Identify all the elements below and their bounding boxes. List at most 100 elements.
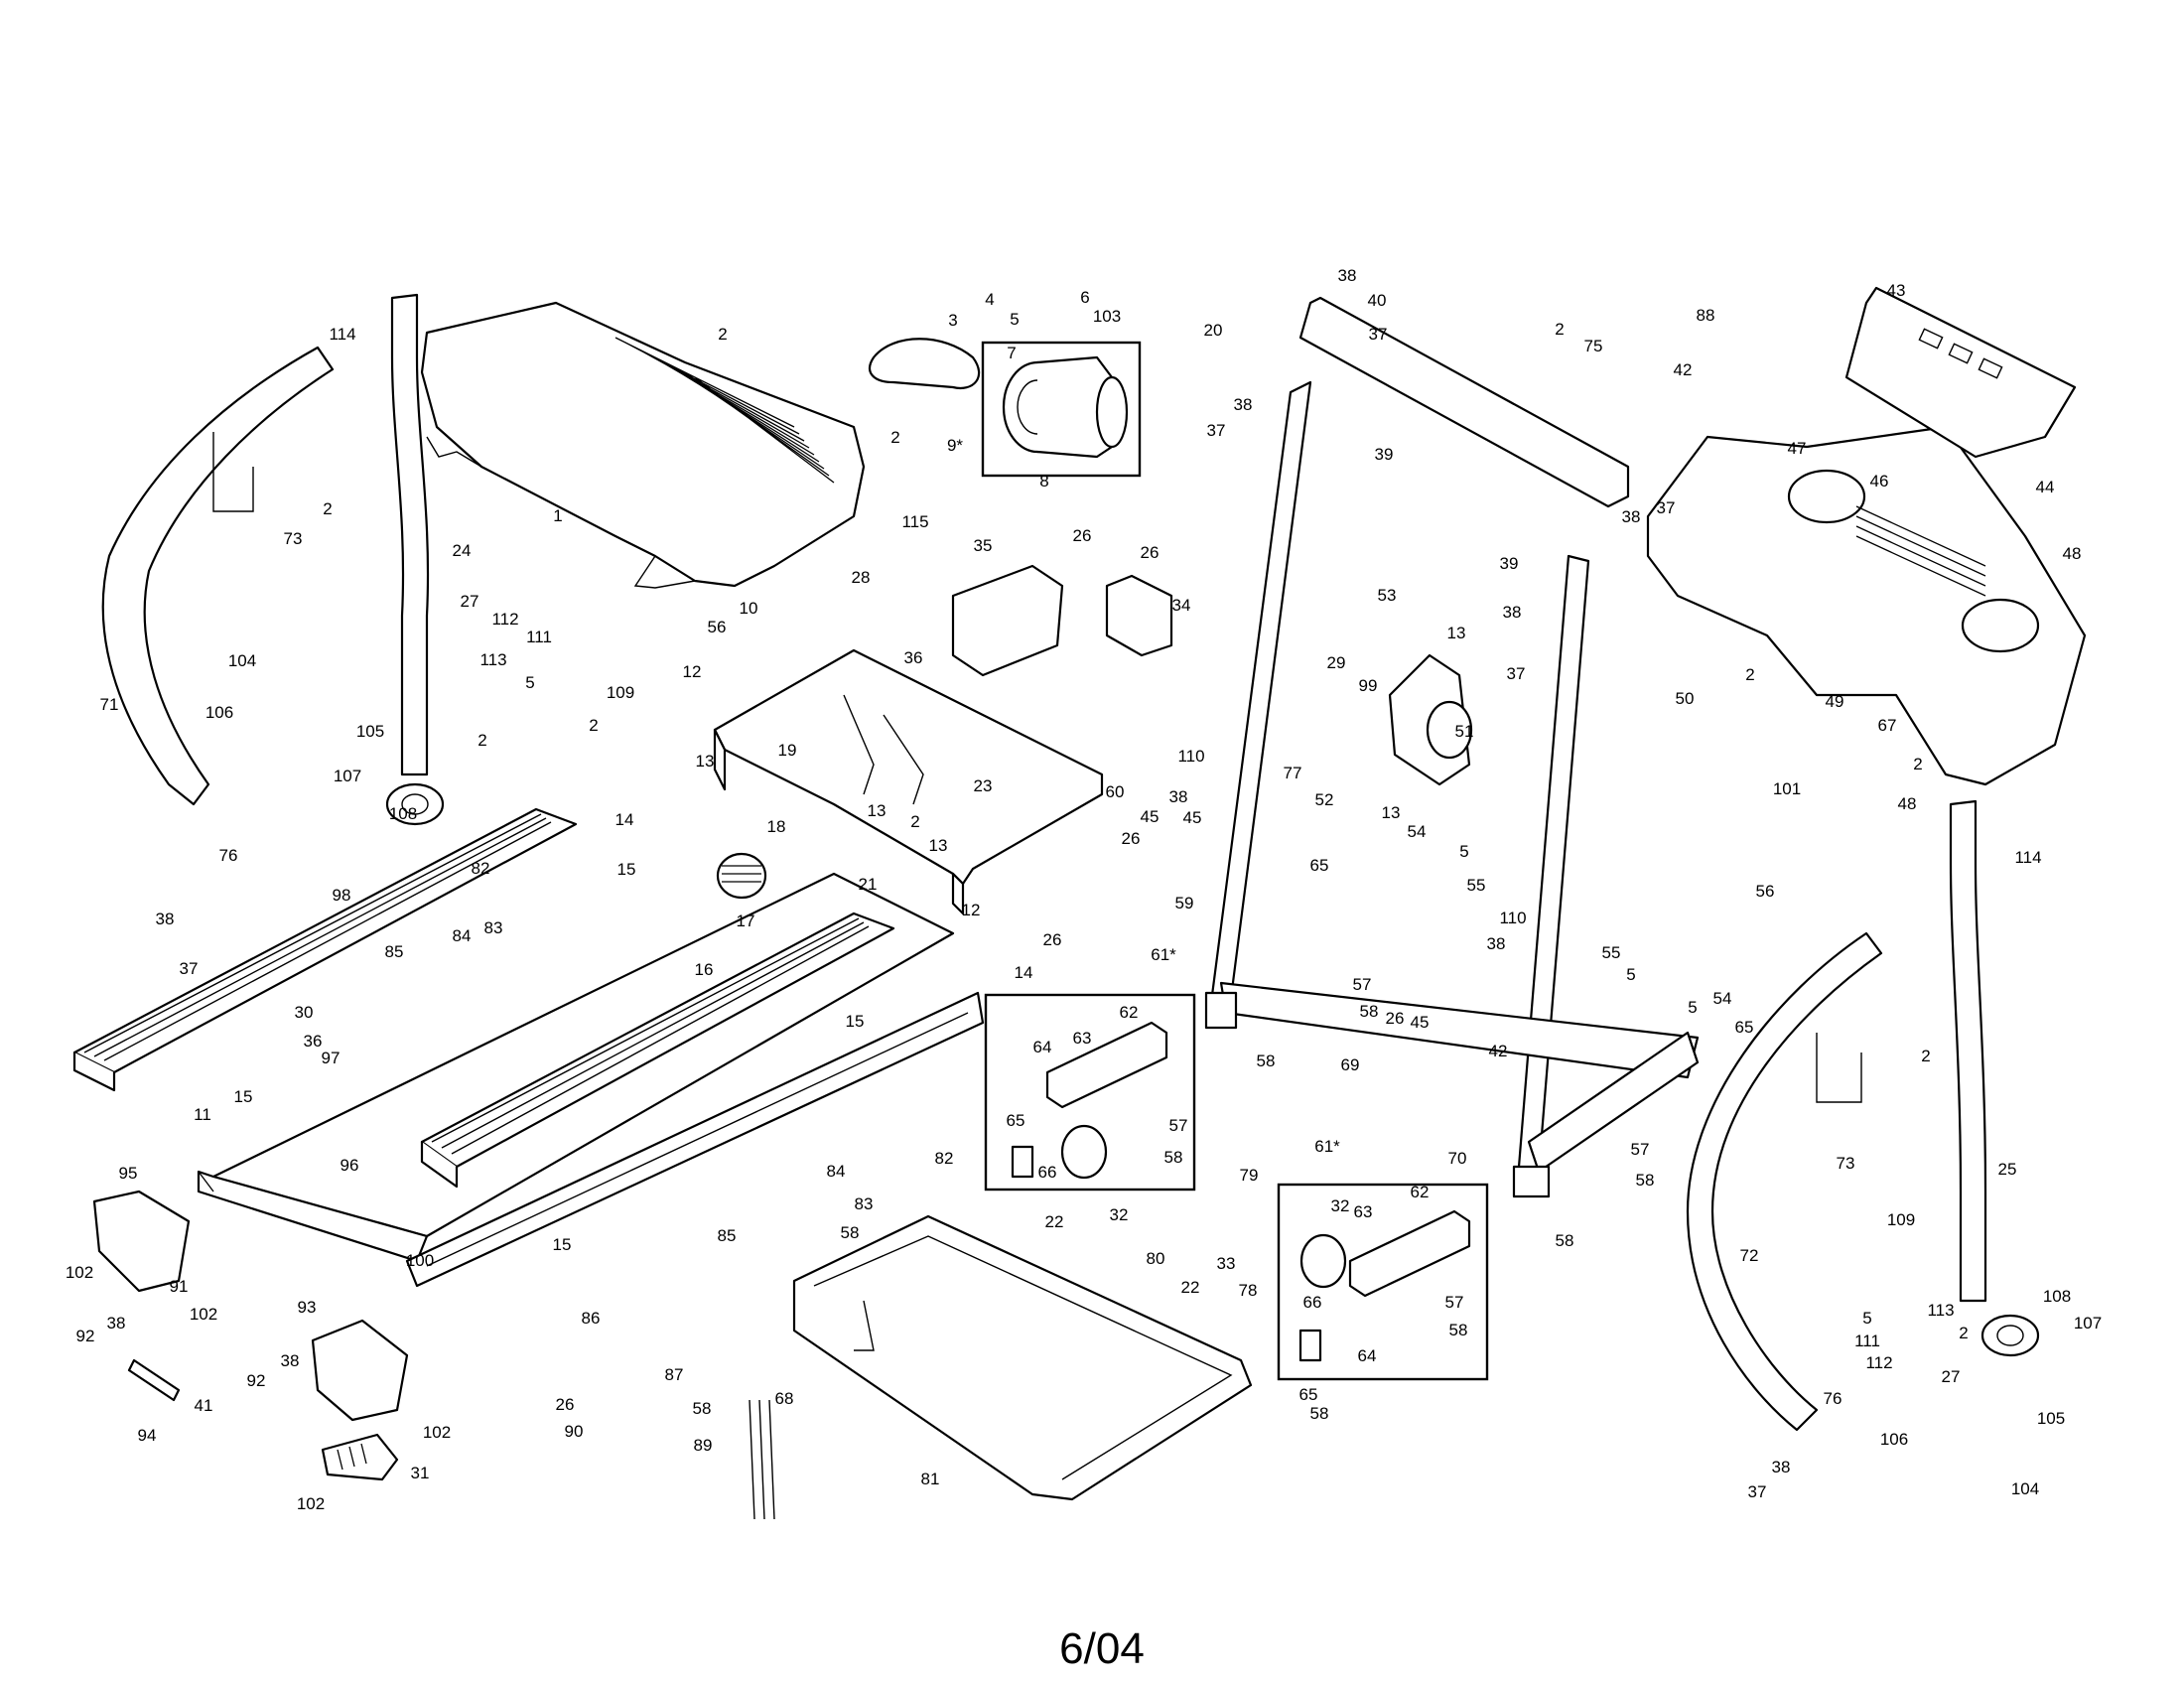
part-callout-l77: 77: [1284, 764, 1302, 782]
part-callout-l110a: 110: [1177, 747, 1204, 766]
part-callout-l62a: 62: [1120, 1003, 1139, 1022]
part-callout-l13d: 13: [1447, 624, 1466, 642]
part-callout-l97: 97: [322, 1049, 341, 1067]
left-upright: [385, 293, 445, 826]
wheel-kit-left: [1011, 1021, 1168, 1180]
part-callout-l54a: 54: [1408, 822, 1427, 841]
part-callout-l46: 46: [1870, 472, 1889, 491]
part-callout-l115: 115: [901, 512, 928, 531]
part-callout-l79: 79: [1240, 1166, 1259, 1185]
part-callout-l18: 18: [767, 817, 786, 836]
part-callout-l37f: 37: [1748, 1482, 1767, 1501]
part-callout-l54b: 54: [1713, 989, 1732, 1008]
part-callout-l58b: 58: [1164, 1148, 1183, 1167]
left-footrail: [72, 807, 578, 1092]
part-callout-l38j: 38: [1772, 1458, 1791, 1476]
part-callout-l57d: 57: [1631, 1140, 1650, 1159]
part-callout-l13c: 13: [929, 836, 948, 855]
part-callout-l15a: 15: [234, 1087, 253, 1106]
part-callout-l112b: 112: [1865, 1353, 1892, 1372]
part-callout-l82b: 82: [935, 1149, 954, 1168]
part-callout-l26d: 26: [1122, 829, 1141, 848]
part-callout-l23: 23: [974, 776, 993, 795]
part-callout-l106b: 106: [1880, 1430, 1908, 1449]
part-callout-l100: 100: [406, 1251, 434, 1270]
part-callout-l55a: 55: [1467, 876, 1486, 895]
part-callout-l42a: 42: [1674, 360, 1693, 379]
part-callout-l5a: 5: [525, 673, 534, 692]
part-callout-l107b: 107: [2074, 1314, 2102, 1333]
right-rear-endcap: [311, 1319, 409, 1422]
console-display: [1844, 286, 2077, 459]
part-callout-l55b: 55: [1602, 943, 1621, 962]
part-callout-l73b: 73: [1837, 1154, 1855, 1173]
part-callout-l66a: 66: [1038, 1163, 1057, 1182]
part-callout-l28: 28: [852, 568, 871, 587]
part-callout-l8: 8: [1039, 472, 1048, 491]
part-callout-l11: 11: [194, 1105, 211, 1124]
part-callout-l98: 98: [333, 886, 351, 905]
part-callout-l38e: 38: [1234, 395, 1253, 414]
part-callout-l25: 25: [1998, 1160, 2017, 1179]
part-callout-l5e: 5: [1688, 998, 1697, 1017]
part-callout-l14b: 14: [1015, 963, 1033, 982]
part-callout-l9: 9*: [947, 436, 963, 455]
part-callout-l58i: 58: [1636, 1171, 1655, 1190]
part-callout-l2i: 2: [1913, 755, 1922, 773]
part-callout-l96: 96: [341, 1156, 359, 1175]
part-callout-l36b: 36: [904, 648, 923, 667]
part-callout-l64b: 64: [1358, 1346, 1377, 1365]
part-callout-l2j: 2: [1921, 1047, 1930, 1065]
part-callout-l2k: 2: [1959, 1324, 1968, 1342]
part-callout-l4: 4: [985, 290, 994, 309]
part-callout-l32b: 32: [1331, 1196, 1350, 1215]
part-callout-l111a: 111: [526, 628, 552, 646]
part-callout-l82a: 82: [472, 859, 490, 878]
part-callout-l42b: 42: [1489, 1042, 1508, 1060]
part-callout-l50: 50: [1676, 689, 1695, 708]
part-callout-l12b: 12: [962, 901, 981, 919]
right-footrail: [420, 912, 895, 1189]
part-callout-l26c: 26: [1141, 543, 1160, 562]
part-callout-l32a: 32: [1110, 1205, 1129, 1224]
part-callout-l72: 72: [1740, 1246, 1759, 1265]
left-handrail: [101, 346, 335, 806]
part-callout-l58d: 58: [1310, 1404, 1329, 1423]
part-callout-l56a: 56: [708, 618, 727, 636]
part-callout-l114a: 114: [329, 325, 355, 344]
part-callout-l86: 86: [582, 1309, 601, 1328]
part-callout-l29: 29: [1327, 653, 1346, 672]
right-upright: [1949, 799, 2040, 1357]
part-callout-l61a: 61*: [1151, 945, 1176, 964]
part-callout-l90: 90: [565, 1422, 584, 1441]
part-callout-l35: 35: [974, 536, 993, 555]
part-callout-l88: 88: [1697, 306, 1715, 325]
part-callout-l87: 87: [665, 1365, 684, 1384]
part-callout-l113b: 113: [1927, 1301, 1954, 1320]
part-callout-l26b: 26: [1073, 526, 1092, 545]
part-callout-l75: 75: [1584, 337, 1603, 355]
part-callout-l2g: 2: [1555, 320, 1564, 339]
part-callout-l2d: 2: [478, 731, 486, 750]
part-callout-l58g: 58: [1449, 1321, 1468, 1339]
part-callout-l37b: 37: [1369, 325, 1388, 344]
part-callout-l34: 34: [1172, 596, 1191, 615]
part-callout-l101: 101: [1773, 779, 1801, 798]
part-callout-l81: 81: [921, 1470, 940, 1488]
part-callout-l110b: 110: [1499, 909, 1526, 927]
motor-assembly-box: [981, 341, 1142, 478]
part-callout-l105a: 105: [356, 722, 384, 741]
part-callout-l113a: 113: [479, 650, 506, 669]
part-callout-l16: 16: [695, 960, 714, 979]
part-callout-l30: 30: [295, 1003, 314, 1022]
part-callout-l78: 78: [1239, 1281, 1258, 1300]
part-callout-l65c: 65: [1299, 1385, 1318, 1404]
part-callout-l48a: 48: [2063, 544, 2082, 563]
part-callout-l5d: 5: [1626, 965, 1635, 984]
part-callout-l13b: 13: [868, 801, 887, 820]
part-callout-l83b: 83: [855, 1194, 874, 1213]
part-callout-l76b: 76: [1824, 1389, 1843, 1408]
part-callout-l103: 103: [1093, 307, 1121, 326]
part-callout-l43: 43: [1887, 281, 1906, 300]
